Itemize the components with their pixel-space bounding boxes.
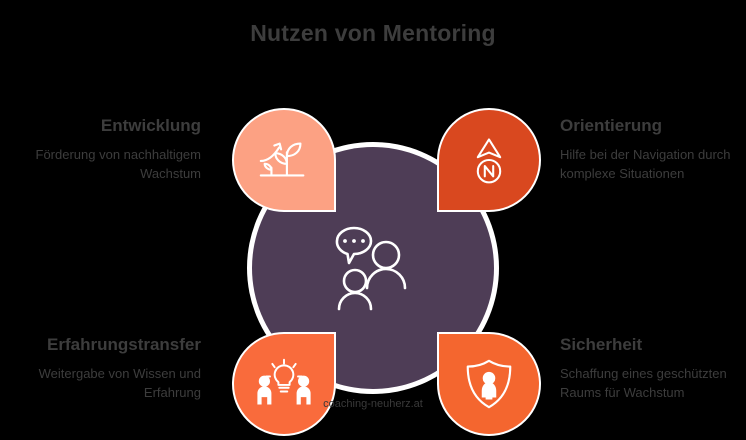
quadrant-text-orientierung: Orientierung Hilfe bei der Navigation du… (560, 116, 732, 184)
quadrant-heading-erfahrungstransfer: Erfahrungstransfer (47, 335, 201, 354)
quadrant-heading-sicherheit: Sicherheit (560, 335, 643, 354)
quadrant-body-entwicklung: Förderung von nachhaltigem Wachstum (35, 146, 202, 182)
quadrant-body-erfahrungstransfer: Weitergabe von Wissen und Erfahrung (38, 365, 201, 401)
badge-erfahrungstransfer[interactable] (232, 332, 336, 436)
people-conversation-icon (325, 222, 421, 318)
quadrant-heading-orientierung: Orientierung (560, 116, 663, 135)
badge-entwicklung[interactable] (232, 108, 336, 212)
people-lightbulb-icon (254, 356, 314, 412)
badge-orientierung[interactable] (437, 108, 541, 212)
shield-person-icon (460, 355, 518, 413)
quadrant-body-sicherheit: Schaffung eines geschützten Raums für Wa… (560, 365, 727, 401)
plant-growth-icon (255, 131, 313, 189)
quadrant-text-sicherheit: Sicherheit Schaffung eines geschützten R… (560, 335, 736, 403)
page-title: Nutzen von Mentoring (250, 20, 496, 46)
badge-sicherheit[interactable] (437, 332, 541, 436)
compass-north-icon (461, 132, 517, 188)
quadrant-body-orientierung: Hilfe bei der Navigation durch komplexe … (560, 146, 731, 182)
watermark: coaching-neuherz.at (323, 398, 423, 410)
quadrant-text-entwicklung: Entwicklung Förderung von nachhaltigem W… (20, 116, 202, 184)
quadrant-heading-entwicklung: Entwicklung (100, 116, 201, 135)
quadrant-text-erfahrungstransfer: Erfahrungstransfer Weitergabe von Wissen… (10, 335, 201, 403)
